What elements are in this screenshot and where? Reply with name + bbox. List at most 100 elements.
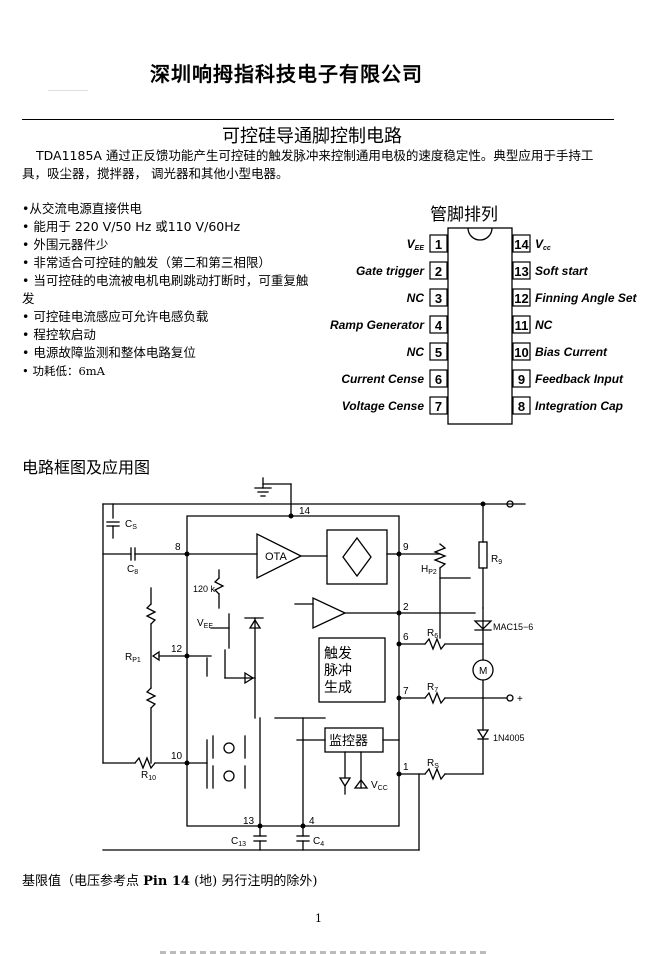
vee-label: VEE (197, 618, 213, 630)
pin-number-right: 14 (514, 237, 529, 252)
pin-label-left: NC (407, 345, 425, 359)
pin-label-right: Feedback Input (535, 372, 624, 386)
plus-label: + (517, 694, 523, 705)
pin-box-left (429, 261, 448, 280)
feature-item: • 程控软启动 (22, 327, 96, 342)
feature-item: • 电源故障监测和整体电路复位 (22, 345, 196, 360)
ic-notch (467, 227, 493, 241)
pin-box-left (429, 315, 448, 334)
diode-label: 1N4005 (493, 733, 525, 743)
pin-number-right: 10 (514, 345, 528, 360)
pulse-gen-label-1: 触发 (324, 645, 352, 661)
feature-item: • 非常适合可控硅的触发（第二和第三相限） (22, 255, 271, 270)
pin-number-left: 7 (435, 399, 442, 414)
pin-label-left: Voltage Cense (342, 399, 425, 413)
pin-box-left (429, 342, 448, 361)
hp2-label: HP2 (421, 564, 437, 576)
pin-number-right: 13 (514, 264, 528, 279)
pin-label-right: Integration Cap (535, 399, 623, 413)
pin-box-left (429, 396, 448, 415)
pin-8-label: 8 (175, 542, 181, 553)
pulse-gen-label-2: 脉冲 (324, 662, 352, 678)
rs-label: RS (427, 758, 439, 770)
ota-label: OTA (265, 551, 287, 563)
pin-number-right: 12 (514, 291, 528, 306)
page-title: 可控硅导通脚控制电路 (222, 126, 402, 147)
pin-box-right (512, 342, 531, 361)
pin-label-left: Current Cense (341, 372, 424, 386)
vcc-label: VCC (371, 780, 388, 792)
pin-10-label: 10 (171, 751, 183, 762)
feature-item: •从交流电源直接供电 (22, 201, 142, 216)
pin-box-left (429, 288, 448, 307)
pin-number-left: 3 (435, 291, 442, 306)
pin-label-right: Finning Angle Set (535, 291, 638, 305)
pin-label-right: Soft start (535, 264, 589, 278)
section-title: 电路框图及应用图 (22, 458, 151, 477)
pin-label-left: NC (407, 291, 425, 305)
feature-item: • 当可控硅的电流被电机电刷跳动打断时，可重复触发 (22, 273, 309, 306)
pin-label-left: Ramp Generator (330, 318, 425, 332)
pin-number-left: 4 (435, 318, 443, 333)
c8-label: C8 (127, 564, 138, 576)
pin-number-left: 5 (435, 345, 442, 360)
pin-box-left (429, 369, 448, 388)
circuit-diagram: 14 8 9 2 6 7 1 12 10 13 4 OTA 触发 脉冲 生成 监… (102, 477, 533, 851)
pin-14-label: 14 (299, 506, 311, 517)
cs-label: CS (125, 519, 137, 531)
pin-box-right (512, 315, 531, 334)
pin-label-right: Vcc (535, 237, 551, 252)
r7-label: R7 (427, 682, 438, 694)
rp1-label: RP1 (125, 652, 141, 664)
c4-label: C4 (313, 836, 324, 848)
feature-item: • 可控硅电流感应可允许电感负载 (22, 309, 209, 324)
pin-7-label: 7 (403, 686, 409, 697)
pin-4-label: 4 (309, 816, 315, 827)
feature-item: • 能用于 220 V/50 Hz 或110 V/60Hz (22, 219, 241, 234)
mac-label: MAC15−6 (493, 622, 533, 632)
pin-number-left: 2 (435, 264, 442, 279)
header-rule (22, 119, 614, 120)
pin-box-right (512, 369, 531, 388)
company-name: 深圳响拇指科技电子有限公司 (150, 62, 423, 86)
r6-label: R6 (427, 628, 438, 640)
bottom-note: 基限值（电压参考点 Pin 14 (地) 另行注明的除外) (22, 874, 318, 889)
c13-label: C13 (231, 836, 246, 848)
pin-number-right: 9 (518, 372, 525, 387)
pin-9-label: 9 (403, 542, 409, 553)
pin-label-left: Gate trigger (356, 264, 425, 278)
intro-paragraph: TDA1185A 通过正反馈功能产生可控硅的触发脉冲来控制通用电极的速度稳定性。… (22, 148, 594, 181)
ic-package (447, 227, 513, 425)
faint-mark (48, 90, 88, 91)
pin-box-right (512, 288, 531, 307)
pin-number-right: 8 (518, 399, 525, 414)
pin-number-left: 1 (435, 237, 442, 252)
pin-box-left (429, 234, 448, 253)
pin-box-right (512, 261, 531, 280)
feature-item: • 外围元器件少 (22, 237, 109, 252)
pulse-gen-label-3: 生成 (324, 679, 352, 695)
feature-item: • 功耗低：6mA (22, 364, 105, 378)
r10-label: R10 (141, 770, 156, 782)
motor-label: M (479, 666, 487, 677)
pin-1-label: 1 (403, 762, 409, 773)
feature-list: •从交流电源直接供电 • 能用于 220 V/50 Hz 或110 V/60Hz… (22, 200, 312, 380)
pin-12-label: 12 (171, 644, 183, 655)
pin-box-right (512, 234, 531, 253)
pin-label-right: NC (535, 318, 553, 332)
pinout-title: 管脚排列 (430, 205, 498, 225)
pin-number-left: 6 (435, 372, 442, 387)
page-number: 1 (315, 912, 322, 925)
r9-label: R9 (491, 554, 502, 566)
footer-line (160, 951, 490, 954)
pin-13-label: 13 (243, 816, 255, 827)
pin-box-right (512, 396, 531, 415)
monitor-label: 监控器 (329, 733, 368, 748)
pin-number-right: 11 (515, 318, 529, 333)
pin-2-label: 2 (403, 602, 409, 613)
pin-label-left: VEE (407, 237, 425, 252)
pin-label-right: Bias Current (535, 345, 608, 359)
pin-6-label: 6 (403, 632, 409, 643)
r120-label: 120 k (193, 584, 216, 594)
